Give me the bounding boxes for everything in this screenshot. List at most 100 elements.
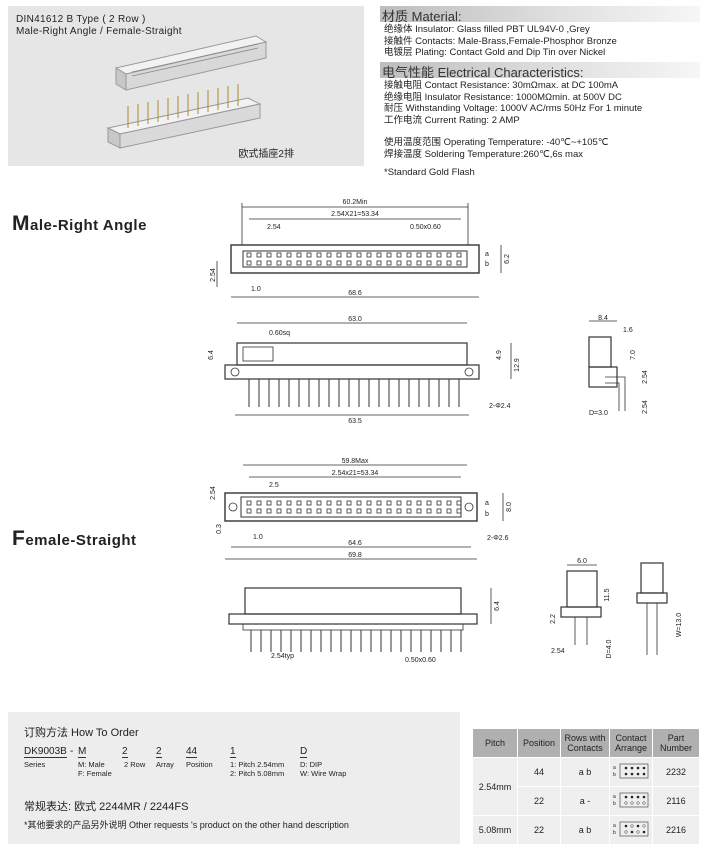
pin-square: [346, 260, 352, 266]
dim-label: 69.8: [348, 552, 362, 559]
pin-square: [366, 260, 372, 266]
socket-square: [336, 500, 342, 506]
arrange-row-label: a: [613, 823, 616, 829]
pin-square: [426, 260, 432, 266]
code-termination: D: [300, 746, 308, 758]
dim-label: b: [485, 261, 489, 268]
pin-square: [436, 260, 442, 266]
table-row: 22 a - a b 2116: [473, 786, 700, 816]
socket-square: [246, 508, 252, 514]
dim-label: 0.60sq: [269, 330, 290, 337]
pin-square: [456, 252, 462, 258]
dim-label: 6.0: [577, 558, 587, 565]
dim-label: 0.50x0.60: [410, 224, 441, 231]
pin-square: [316, 252, 322, 258]
electrical-line: 接触电阻 Contact Resistance: 30mΩmax. at DC …: [384, 80, 619, 91]
pin-square: [356, 252, 362, 258]
socket-square: [286, 500, 292, 506]
electrical-heading: 电气性能 Electrical Characteristics:: [380, 62, 700, 80]
dim-label: D=4.0: [606, 639, 613, 658]
part-number-table: Pitch Position Rows with Contacts Contac…: [472, 728, 700, 845]
dim-label: 2.54: [267, 224, 281, 231]
socket-square: [306, 500, 312, 506]
temperature-list: 使用温度范围 Operating Temperature: -40℃~+105℃…: [384, 137, 608, 160]
column-header: Pitch: [472, 728, 518, 758]
dim-label: 64.6: [348, 540, 362, 547]
position-cell: 22: [517, 815, 561, 845]
pin-square: [386, 252, 392, 258]
female-end-view-drawing: 6.0 11.5 2.2 2.54 D=4.0 W=13.0: [550, 558, 683, 658]
code-sub-pitch: 1: Pitch 2.54mm 2: Pitch 5.08mm: [230, 760, 285, 778]
position-cell: 22: [517, 786, 561, 816]
male-top-view-drawing: 60.2Min 2.54X21=53.34 2.54 0.50x0.60 a b…: [210, 199, 511, 298]
dim-label: 2.2: [550, 614, 557, 624]
arrange-row-label: b: [613, 830, 616, 836]
dim-label: 2.54: [642, 370, 649, 384]
position-cell: 44: [517, 757, 561, 787]
socket-square: [316, 508, 322, 514]
rows-cell: a -: [560, 786, 610, 816]
code-sub-array: Array: [156, 760, 174, 769]
dim-label: 2.5: [269, 482, 279, 489]
socket-square: [326, 500, 332, 506]
rows-cell: a b: [560, 757, 610, 787]
dim-label: 2.54typ: [271, 653, 294, 660]
pin-square: [406, 260, 412, 266]
dim-label: 2.54: [210, 268, 217, 282]
electrical-line: 耐压 Withstanding Voltage: 1000V AC/rms 50…: [384, 103, 643, 114]
dim-label: 8.4: [598, 315, 608, 322]
pin-square: [436, 252, 442, 258]
code-array: 2: [156, 746, 162, 758]
dim-label: 2.54: [210, 486, 217, 500]
socket-square: [436, 508, 442, 514]
pin-square: [326, 252, 332, 258]
dim-label: D=3.0: [589, 410, 608, 417]
pin-square: [286, 260, 292, 266]
female-top-view-drawing: 59.8Max 2.54x21=53.34 2.5 2.54 a b 8.0 0…: [210, 458, 513, 560]
code-sub-gender: M: Male F: Female: [78, 760, 112, 778]
rows-cell: a b: [560, 815, 610, 845]
table-row: 2.54mm 44 a b a b 2232: [472, 757, 700, 816]
electrical-list: 接触电阻 Contact Resistance: 30mΩmax. at DC …: [384, 80, 642, 126]
contact-arrange-cell: a b: [609, 786, 653, 816]
dim-label: W=13.0: [676, 613, 683, 637]
socket-square: [256, 500, 262, 506]
how-to-order-panel: 订购方法 How To Order DK9003B - M 2 2 44 1 D…: [8, 712, 460, 844]
socket-square: [316, 500, 322, 506]
pin-square: [386, 260, 392, 266]
material-line: 接触件 Contacts: Male-Brass,Female-Phosphor…: [384, 35, 617, 47]
socket-square: [426, 500, 432, 506]
socket-square: [256, 508, 262, 514]
socket-square: [406, 500, 412, 506]
socket-square: [416, 500, 422, 506]
socket-square: [266, 508, 272, 514]
socket-square: [296, 500, 302, 506]
socket-square: [376, 508, 382, 514]
other-requests-note: *其他要求的产品另外说明 Other requests 's product o…: [24, 820, 349, 830]
contact-arrange-diagram: a b: [613, 792, 649, 808]
code-rows: 2: [122, 746, 128, 758]
socket-square: [276, 500, 282, 506]
pin-square: [306, 252, 312, 258]
material-line: 电镀层 Plating: Contact Gold and Dip Tin ov…: [384, 47, 606, 58]
contact-arrange-cell: a b: [609, 815, 653, 845]
socket-square: [386, 500, 392, 506]
dim-label: b: [485, 511, 489, 518]
socket-square: [406, 508, 412, 514]
pin-square: [416, 252, 422, 258]
dim-label: a: [485, 500, 489, 507]
temperature-line: 焊接温度 Soldering Temperature:260℃,6s max: [384, 148, 583, 160]
dim-label: 2-Φ2.6: [487, 535, 509, 542]
dim-label: 0.3: [216, 524, 223, 534]
pin-square: [276, 252, 282, 258]
connector-photo: [106, 35, 268, 149]
socket-square: [306, 508, 312, 514]
socket-square: [386, 508, 392, 514]
male-title-initial: M: [12, 212, 30, 235]
dim-label: 7.0: [630, 350, 637, 360]
contact-arrange-cell: a b: [609, 757, 653, 787]
male-title-rest: ale-Right Angle: [30, 217, 147, 234]
part-number-cell: 2116: [652, 786, 700, 816]
product-title: DIN41612 B Type ( 2 Row ): [16, 14, 146, 25]
part-number-cell: 2232: [652, 757, 700, 787]
